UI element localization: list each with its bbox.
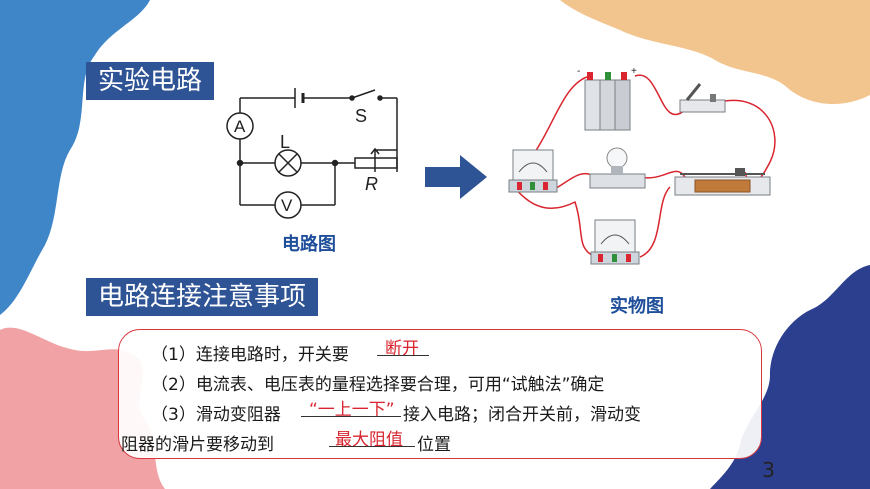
ammeter-device (508, 149, 558, 193)
section-title-notes: 电路连接注意事项 (86, 278, 319, 316)
note-line-1: （1）连接电路时，开关要 (151, 345, 349, 365)
note-answer-3: “一上一下” (309, 400, 395, 420)
switch-blade (351, 89, 376, 99)
note-line-4b: 位置 (417, 435, 451, 455)
rheostat-device (674, 168, 771, 196)
note-answer-1: 断开 (385, 339, 419, 359)
orange-cloud-topright (560, 0, 870, 105)
voltmeter-device (590, 219, 640, 265)
ammeter-label: A (234, 117, 246, 136)
section-title-circuit: 实验电路 (86, 62, 215, 100)
page-number: 3 (762, 458, 775, 482)
svg-text:+: + (631, 66, 637, 77)
answer-underline-1 (377, 355, 429, 356)
apparatus-illustration: - + (508, 66, 776, 265)
blue-cloud-left (0, 0, 150, 315)
note-line-3a: （3）滑动变阻器 (151, 405, 281, 425)
note-line-4a: 阻器的滑片要移动到 (121, 435, 274, 455)
note-line-3b: 接入电路；闭合开关前，滑动变 (403, 405, 641, 425)
answer-underline-4 (329, 446, 415, 447)
battery-pack: - + (577, 66, 637, 131)
voltmeter-label: V (281, 196, 293, 215)
knife-switch (679, 83, 726, 113)
svg-text:-: - (577, 66, 580, 77)
rheostat-label: R (365, 174, 378, 194)
note-line-2: （2）电流表、电压表的量程选择要合理，可用“试触法”确定 (151, 375, 605, 395)
lamp-device (589, 147, 646, 189)
answer-underline-3 (301, 416, 401, 417)
apparatus-caption: 实物图 (610, 296, 664, 317)
switch-label: S (355, 106, 367, 126)
lamp-label: L (280, 132, 290, 152)
right-arrow-icon (425, 155, 487, 199)
rheostat-symbol (354, 157, 398, 169)
circuit-diagram-caption: 电路图 (282, 234, 336, 255)
note-answer-4: 最大阻值 (335, 430, 403, 450)
notes-box: （1）连接电路时，开关要 断开 （2）电流表、电压表的量程选择要合理，可用“试触… (118, 329, 762, 459)
circuit-diagram: A L V S R (226, 88, 398, 219)
